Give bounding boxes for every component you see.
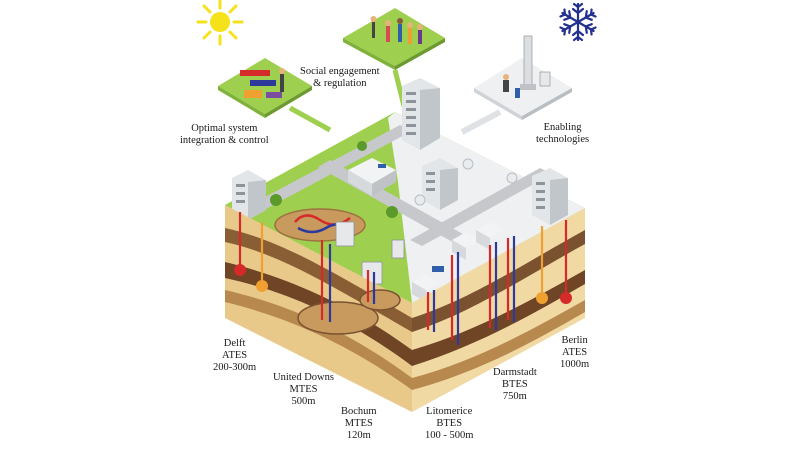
site-depth: 100 - 500m <box>425 430 474 441</box>
site-label-bochum: Bochum MTES 120m <box>341 406 377 442</box>
houses-row <box>412 222 504 302</box>
site-city: Darmstadt <box>493 367 537 378</box>
site-type: MTES <box>289 384 318 395</box>
callout-line: integration & control <box>180 135 269 146</box>
callout-line: Optimal system <box>191 123 258 134</box>
borehole-pipes <box>234 212 572 345</box>
site-depth: 500m <box>291 396 316 407</box>
sun-icon <box>196 0 244 46</box>
site-city: Delft <box>223 338 246 349</box>
callout-enabling-technologies: Enabling technologies <box>536 122 589 146</box>
site-label-united-downs: United Downs MTES 500m <box>273 372 334 408</box>
road <box>410 168 552 246</box>
mine-cavity <box>297 301 379 335</box>
site-type: MTES <box>344 418 373 429</box>
site-city: Litomerice <box>426 406 473 417</box>
site-city: Bochum <box>341 406 377 417</box>
callout-line: Social engagement <box>300 66 380 77</box>
enabling-connector <box>460 109 502 135</box>
callout-line: Enabling <box>543 122 582 133</box>
callout-line: & regulation <box>313 78 367 89</box>
callout-social-engagement: Social engagement & regulation <box>300 66 380 90</box>
snowflake-icon <box>558 2 598 42</box>
callout-system-integration: Optimal system integration & control <box>180 123 269 147</box>
site-label-darmstadt: Darmstadt BTES 750m <box>493 367 537 403</box>
site-type: BTES <box>502 379 528 390</box>
site-type: BTES <box>436 418 463 429</box>
social-engagement-tile <box>343 8 445 70</box>
callout-line: technologies <box>536 134 590 145</box>
site-label-berlin: Berlin ATES 1000m <box>560 335 589 371</box>
site-depth: 200-300m <box>213 362 257 373</box>
people-figures <box>370 16 423 44</box>
building-mid <box>422 158 458 210</box>
site-city: United Downs <box>273 372 334 383</box>
site-type: ATES <box>562 347 588 358</box>
site-city: Berlin <box>561 335 588 346</box>
site-label-litomerice: Litomerice BTES 100 - 500m <box>425 406 473 442</box>
site-depth: 750m <box>502 391 527 402</box>
enabling-technologies-tile <box>474 35 572 120</box>
building-right <box>532 168 568 225</box>
heat-plant-building <box>348 158 396 196</box>
site-depth: 120m <box>346 430 371 441</box>
building-tall-center <box>402 78 440 150</box>
building-left <box>232 170 266 220</box>
soil-left-face <box>225 205 412 412</box>
pipe-network-illustration <box>240 68 285 98</box>
trees <box>270 141 518 218</box>
site-label-delft: Delft ATES 200-300m <box>213 338 256 374</box>
site-depth: 1000m <box>560 359 590 370</box>
site-type: ATES <box>222 350 248 361</box>
system-integration-tile <box>218 58 312 118</box>
